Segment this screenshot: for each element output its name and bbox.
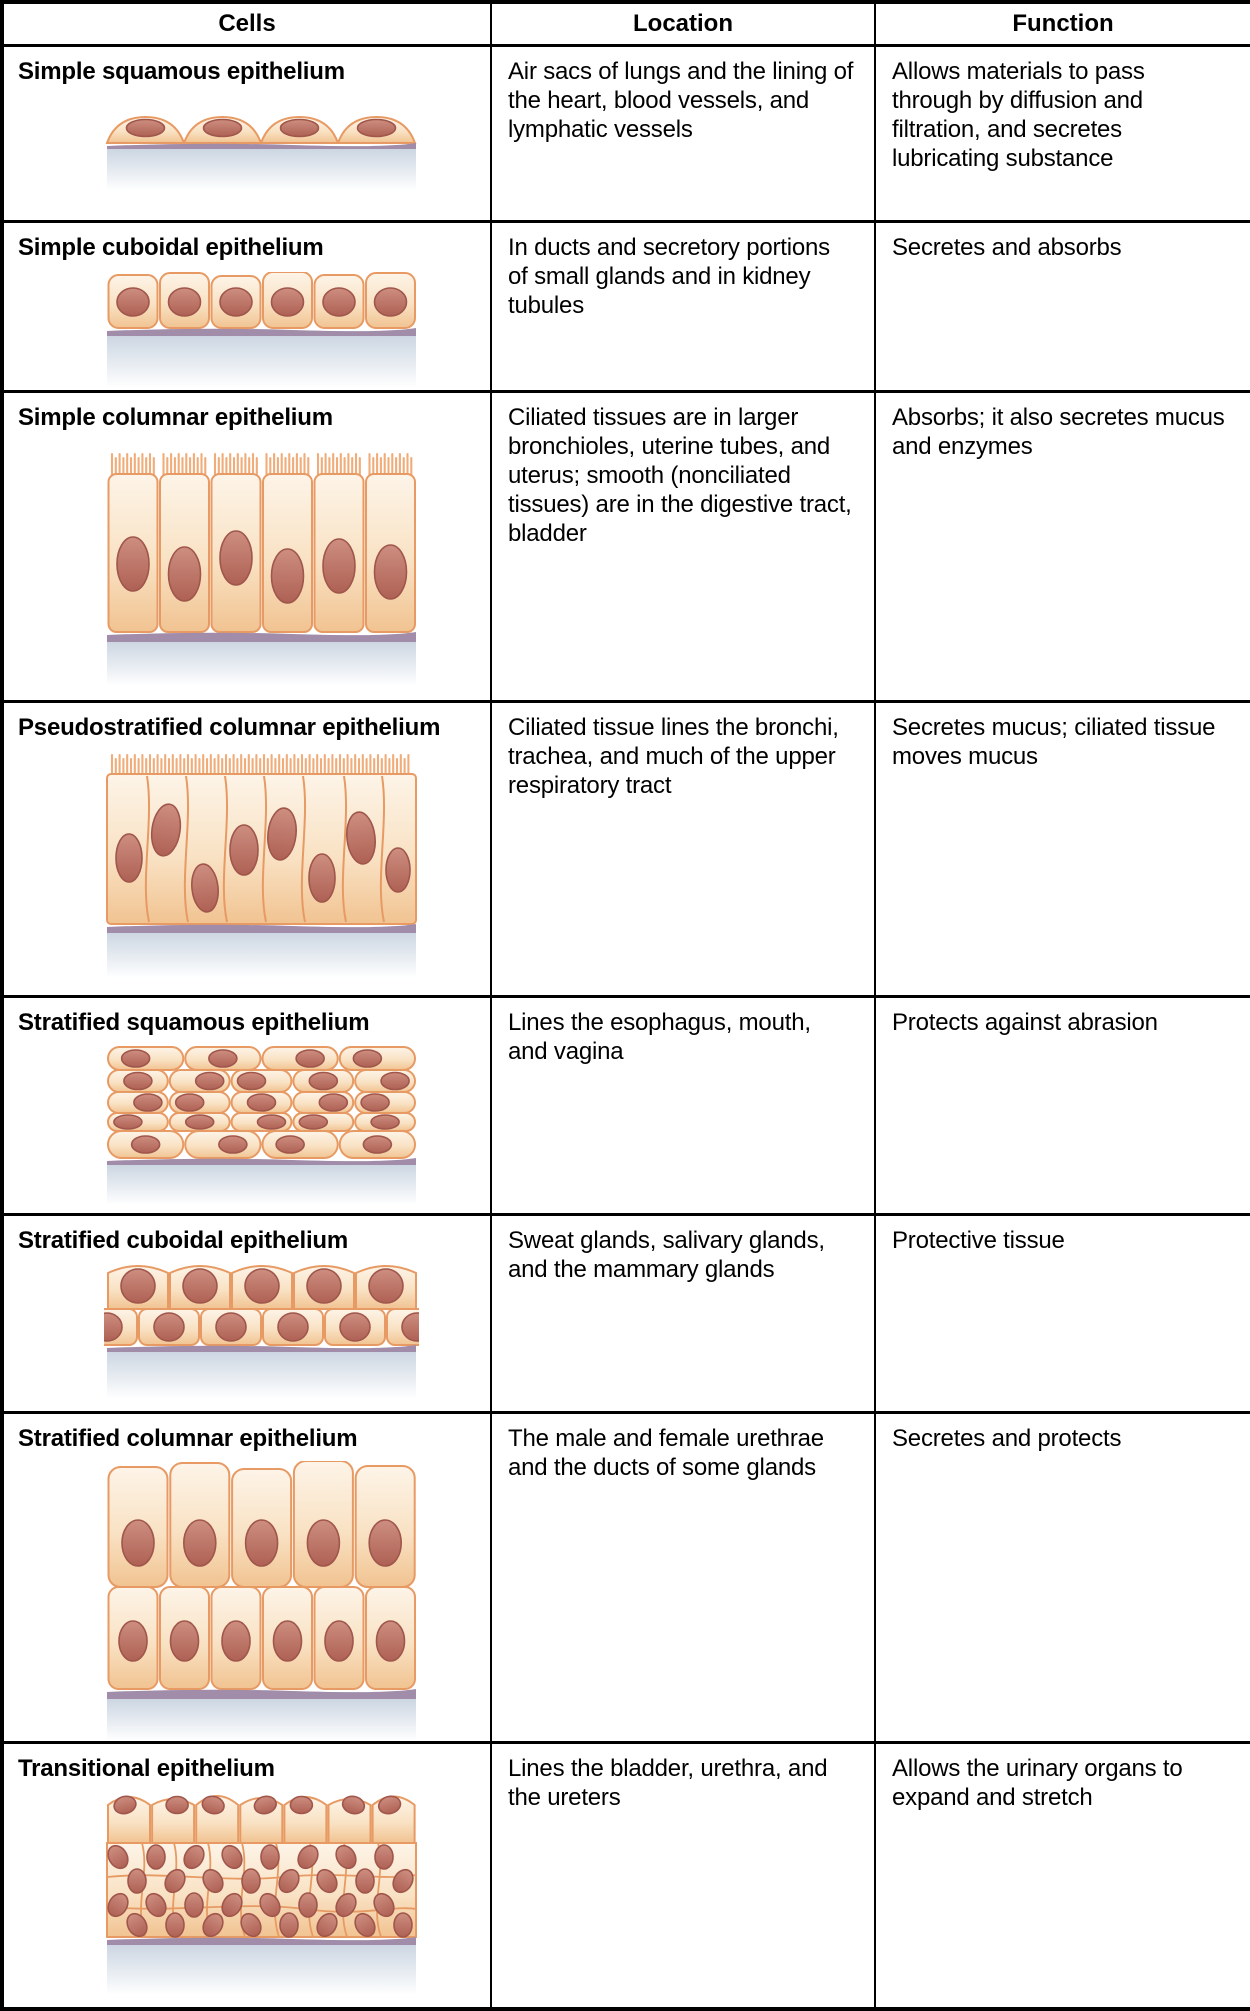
- function-text: Secretes mucus; ciliated tissue moves mu…: [892, 714, 1216, 770]
- table-row: Pseudostratified columnar epithelium Cil…: [1, 700, 1250, 998]
- pseudostratified-columnar-epithelium-illustration: [106, 753, 417, 978]
- location-text: Sweat glands, salivary glands, and the m…: [508, 1227, 825, 1283]
- cell-type-label: Stratified columnar epithelium: [18, 1425, 358, 1452]
- location-text: Ciliated tissue lines the bronchi, trach…: [508, 714, 839, 799]
- header-location: Location: [490, 0, 876, 47]
- location-text: The male and female urethrae and the duc…: [508, 1425, 824, 1481]
- function-text: Secretes and absorbs: [892, 234, 1122, 261]
- cell-type-label: Stratified cuboidal epithelium: [18, 1227, 349, 1254]
- header-row: Cells Location Function: [1, 0, 1250, 47]
- function-text: Protects against abrasion: [892, 1009, 1158, 1036]
- table-row: Stratified squamous epithelium Lines the…: [1, 995, 1250, 1216]
- cell-type-label: Simple columnar epithelium: [18, 404, 333, 431]
- function-text: Protective tissue: [892, 1227, 1065, 1254]
- location-text: Lines the esophagus, mouth, and vagina: [508, 1009, 811, 1065]
- cell-type-label: Simple squamous epithelium: [18, 58, 345, 85]
- table-row: Stratified columnar epithelium The male …: [1, 1411, 1250, 1744]
- table-row: Simple cuboidal epithelium In ducts and …: [1, 220, 1250, 393]
- cell-type-label: Pseudostratified columnar epithelium: [18, 714, 441, 741]
- location-text: Ciliated tissues are in larger bronchiol…: [508, 404, 852, 547]
- location-text: Air sacs of lungs and the lining of the …: [508, 58, 854, 143]
- table-row: Transitional epithelium Lines the bladde…: [1, 1741, 1250, 2010]
- cell-type-label: Transitional epithelium: [18, 1755, 275, 1782]
- stratified-squamous-epithelium-illustration: [107, 1046, 416, 1205]
- simple-squamous-epithelium-illustration: [105, 115, 417, 191]
- header-cells: Cells: [1, 0, 492, 47]
- table-row: Stratified cuboidal epithelium Sweat gla…: [1, 1213, 1250, 1414]
- simple-cuboidal-epithelium-illustration: [107, 272, 416, 388]
- function-text: Allows the urinary organs to expand and …: [892, 1755, 1183, 1811]
- cell-type-label: Stratified squamous epithelium: [18, 1009, 370, 1036]
- function-text: Absorbs; it also secretes mucus and enzy…: [892, 404, 1225, 460]
- header-function: Function: [874, 0, 1250, 47]
- cell-type-label: Simple cuboidal epithelium: [18, 234, 324, 261]
- stratified-columnar-epithelium-illustration: [107, 1461, 416, 1740]
- transitional-epithelium-illustration: [106, 1795, 417, 1995]
- simple-columnar-epithelium-illustration: [107, 452, 416, 686]
- table-row: Simple columnar epithelium Ciliated tiss…: [1, 390, 1250, 703]
- function-text: Allows materials to pass through by diff…: [892, 58, 1145, 172]
- location-text: In ducts and secretory portions of small…: [508, 234, 830, 319]
- location-text: Lines the bladder, urethra, and the uret…: [508, 1755, 828, 1811]
- stratified-cuboidal-epithelium-illustration: [104, 1265, 419, 1399]
- function-text: Secretes and protects: [892, 1425, 1122, 1452]
- table-row: Simple squamous epithelium Air sacs of l…: [1, 44, 1250, 223]
